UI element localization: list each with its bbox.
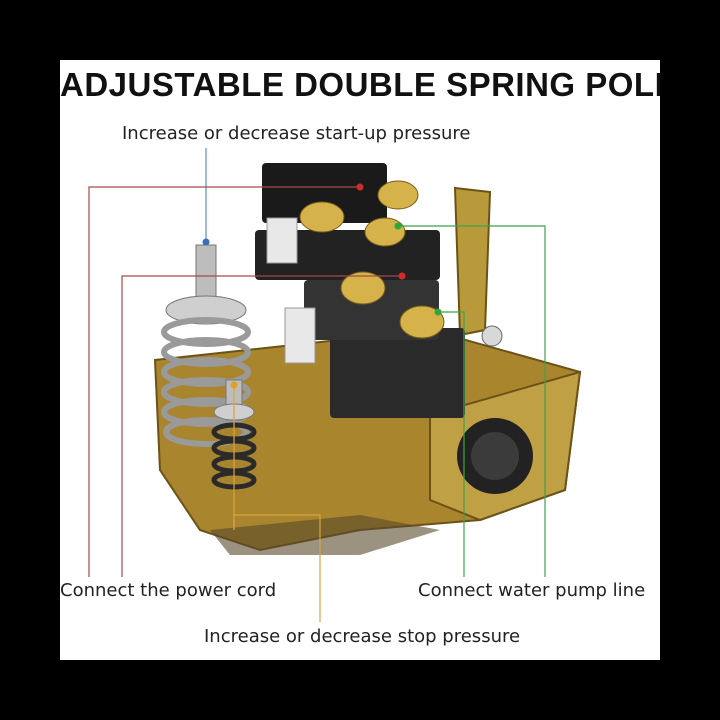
callout-pump: [394, 222, 546, 577]
callout-power: [88, 183, 406, 577]
product-panel: ADJUSTABLE DOUBLE SPRING POLE: [60, 60, 660, 660]
callout-startup: [202, 148, 210, 246]
label-startup-pressure: Increase or decrease start-up pressure: [122, 123, 471, 144]
terminal-blocks: [255, 163, 465, 418]
callout-stop: [230, 381, 321, 622]
rear-bracket: [453, 186, 492, 337]
label-water-pump-line: Connect water pump line: [418, 580, 646, 601]
side-bracket: [429, 325, 582, 522]
mounting-screw: [481, 325, 503, 347]
label-power-cord: Connect the power cord: [60, 580, 277, 601]
label-stop-pressure: Increase or decrease stop pressure: [204, 626, 521, 647]
product-title: ADJUSTABLE DOUBLE SPRING POLE: [60, 66, 660, 103]
large-spring: [161, 244, 251, 447]
pressure-switch-illustration: [88, 148, 582, 622]
